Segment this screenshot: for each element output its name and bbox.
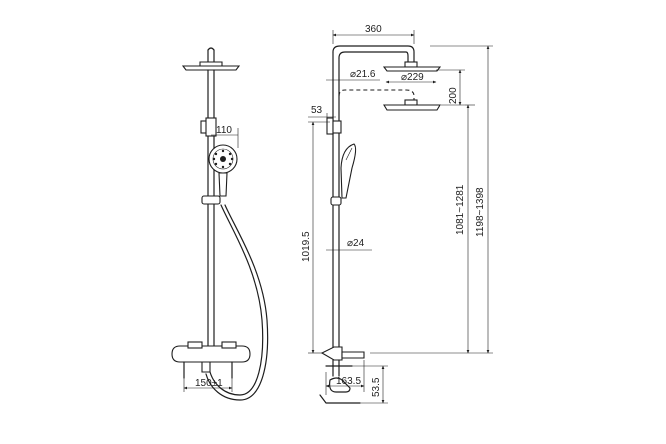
- dim-bracket-offset: 53: [308, 105, 336, 125]
- dim-mixer-height-label: 53.5: [371, 377, 382, 397]
- dim-head-diameter-label: ⌀229: [401, 72, 424, 83]
- dim-mixer-centers-label: 150±1: [195, 378, 223, 389]
- front-thermostatic-mixer: [171, 341, 251, 379]
- front-hand-shower: [208, 144, 238, 197]
- dim-mixer-centers: 150±1: [183, 378, 233, 392]
- front-hose: [205, 204, 269, 401]
- front-wall-bracket: [200, 117, 217, 137]
- side-rain-head-upper: [382, 61, 442, 72]
- side-hand-shower: [330, 143, 357, 206]
- dim-head-drop-label: 200: [448, 87, 459, 104]
- front-slider-holder: [201, 195, 221, 205]
- dim-adjust-range-low-label: 1081~1281: [455, 184, 466, 235]
- dim-bracket-offset-label: 53: [311, 105, 323, 116]
- dim-pipe-diameter-label: ⌀24: [347, 238, 365, 249]
- front-riser-pipe: [207, 69, 215, 349]
- dim-mixer-projection: 163.5: [325, 360, 365, 395]
- dim-pipe-diameter: ⌀24: [326, 238, 372, 251]
- dim-adjust-range-high: 1198~1398: [430, 45, 493, 354]
- dim-adjust-range-high-label: 1198~1398: [475, 187, 486, 237]
- dim-handshower-offset: 110: [211, 125, 239, 148]
- dim-head-drop: 200: [448, 69, 462, 106]
- dim-bar-height: 1019.5: [301, 121, 330, 354]
- front-rain-head: [181, 47, 241, 71]
- side-mixer: [319, 346, 365, 404]
- dim-handshower-offset-label: 110: [216, 125, 232, 136]
- dim-arm-tube-diameter-label: ⌀21.6: [350, 69, 376, 80]
- dim-adjust-range-low: 1081~1281: [370, 104, 475, 354]
- side-view: 360 ⌀21.6 ⌀229 200 53 ⌀24: [301, 24, 493, 404]
- dim-mixer-height: 53.5: [352, 365, 388, 404]
- dim-arm-tube-diameter: ⌀21.6: [326, 69, 380, 85]
- dim-bar-height-label: 1019.5: [301, 231, 312, 262]
- dim-mixer-projection-label: 163.5: [336, 376, 361, 387]
- side-rain-head-lower-dashed: [338, 89, 441, 111]
- front-view: 110 150±1: [171, 47, 269, 401]
- dim-arm-length: 360: [332, 24, 415, 44]
- dim-arm-length-label: 360: [365, 24, 382, 35]
- side-wall-bracket: [326, 117, 342, 135]
